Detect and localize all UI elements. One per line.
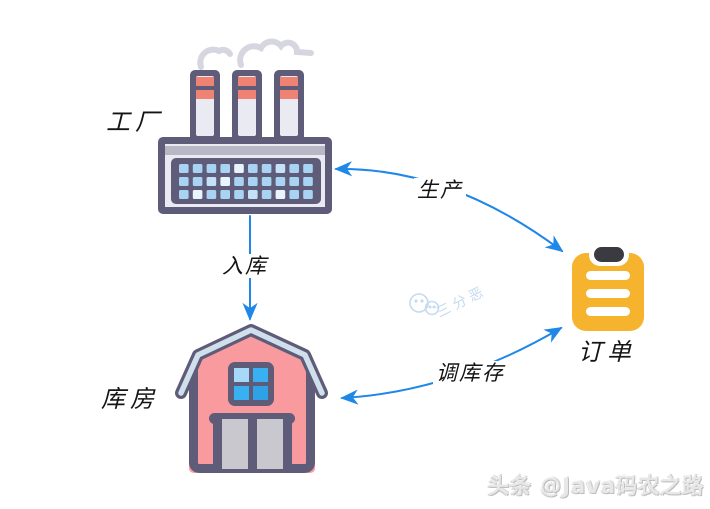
factory-window-pane (248, 177, 258, 186)
factory-window-pane (234, 190, 244, 199)
clipboard-line (586, 307, 630, 316)
factory-window-pane (303, 190, 313, 199)
barn-door-icon (209, 413, 295, 469)
factory-window-pane (275, 177, 286, 186)
factory-window-pane (179, 177, 189, 186)
factory-window-pane (289, 177, 299, 186)
clipboard-line (586, 289, 630, 298)
factory-window-pane (192, 190, 203, 199)
factory-window-pane (248, 190, 258, 199)
barn-window-icon (228, 362, 274, 406)
factory-window-pane (234, 164, 244, 173)
factory-window-pane (220, 190, 230, 199)
factory-window-pane (179, 164, 189, 173)
factory-window-pane (275, 190, 286, 199)
order-label: 订单 (578, 338, 636, 366)
factory-window-pane (206, 164, 217, 173)
factory-window-pane (303, 164, 313, 173)
edge-inbound-label: 入库 (219, 254, 271, 279)
factory-label: 工厂 (106, 108, 164, 136)
factory-window-pane (206, 190, 217, 199)
clipboard-line (586, 271, 630, 280)
factory-window-pane (261, 164, 272, 173)
factory-window-pane (248, 164, 258, 173)
factory-window-pane (303, 177, 313, 186)
factory-window-pane (192, 164, 203, 173)
barn-icon (175, 324, 328, 473)
factory-band (165, 146, 325, 155)
factory-window-pane (261, 177, 272, 186)
warehouse-label: 库房 (101, 385, 159, 413)
factory-window-pane (289, 190, 299, 199)
chat-bubbles-icon (409, 293, 440, 316)
factory-window-pane (289, 164, 299, 173)
clipboard-clip (594, 247, 624, 262)
factory-window-pane (261, 190, 272, 199)
factory-window-pane (234, 177, 244, 186)
smoke-icon (197, 38, 314, 70)
chimney-icon (190, 70, 304, 142)
edge-adjust-stock-label: 调库存 (433, 361, 508, 386)
barn-roof-trim (178, 327, 325, 396)
factory-window-pane (220, 177, 230, 186)
factory-icon (158, 38, 332, 214)
credit-watermark: 头条 @Java码农之路 (487, 474, 704, 498)
factory-window-pane (179, 190, 189, 199)
factory-window-pane (206, 177, 217, 186)
clipboard-icon (572, 244, 644, 331)
edge-produce-label: 生产 (414, 178, 466, 203)
factory-window-pane (275, 164, 286, 173)
factory-window-pane (192, 177, 203, 186)
factory-window-pane (220, 164, 230, 173)
factory-windows (179, 164, 313, 199)
